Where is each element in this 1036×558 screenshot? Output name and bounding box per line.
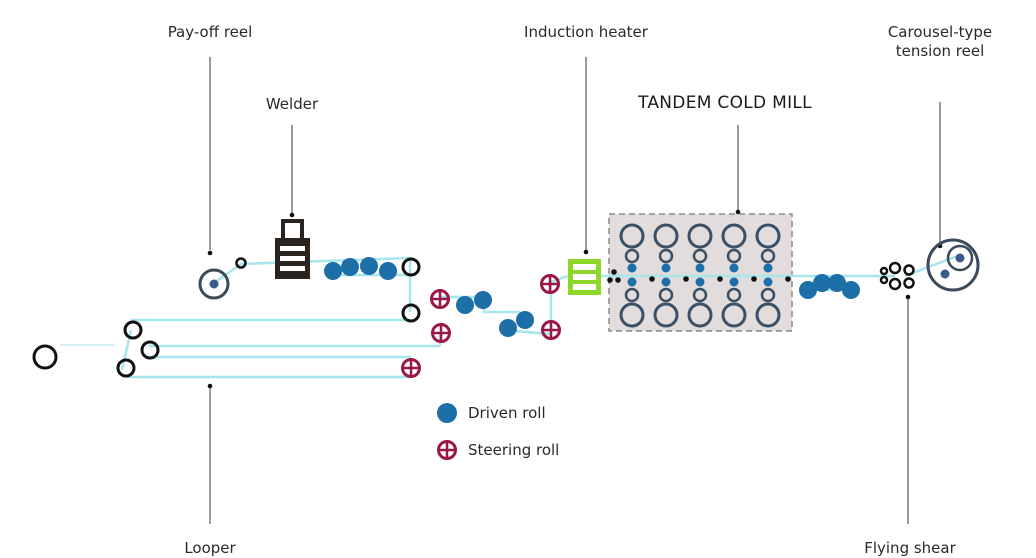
- work-roll-bottom: [627, 277, 637, 287]
- backup-roll-top: [619, 223, 645, 249]
- legend-driven-roll-label: Driven roll: [468, 404, 546, 422]
- looper-label: Looper: [184, 539, 236, 557]
- mill-dot: [735, 209, 741, 215]
- backup-roll-top: [721, 223, 747, 249]
- driven-roll: [813, 274, 831, 292]
- legend-steering-roll-icon: [437, 440, 457, 460]
- driven-rolls: [324, 257, 860, 337]
- driven-roll: [499, 319, 517, 337]
- backup-roll-top: [687, 223, 713, 249]
- work-roll-top: [627, 263, 637, 273]
- welder-icon: [275, 219, 310, 279]
- leader-lines: [209, 57, 941, 524]
- mill-stands: [607, 223, 791, 328]
- steering-roll: [540, 274, 560, 294]
- driven-roll: [341, 258, 359, 276]
- flying-shear-icon: [879, 261, 915, 291]
- work-roll-top: [695, 263, 705, 273]
- legend-steering-roll-label: Steering roll: [468, 441, 560, 459]
- work-roll-bottom: [763, 277, 773, 287]
- tension-roll: [717, 276, 723, 282]
- driven-roll: [474, 291, 492, 309]
- intermediate-roll-top: [692, 248, 708, 264]
- work-roll-bottom: [695, 277, 705, 287]
- backup-roll-bottom: [653, 302, 679, 328]
- payoff-reel-label: Pay-off reel: [167, 23, 253, 41]
- backup-roll-bottom: [687, 302, 713, 328]
- looper-dot: [207, 383, 213, 389]
- driven-roll: [828, 274, 846, 292]
- outline-rolls: [32, 257, 421, 378]
- tension-roll: [683, 276, 689, 282]
- driven-roll: [456, 296, 474, 314]
- driven-roll: [379, 262, 397, 280]
- leader-dots: [207, 209, 943, 389]
- mill-stand: [755, 223, 791, 328]
- mill-stand: [687, 223, 723, 328]
- tension-roll: [751, 276, 757, 282]
- intermediate-roll-bottom: [726, 287, 742, 303]
- steering-rolls: [401, 274, 561, 378]
- backup-roll-top: [755, 223, 781, 249]
- strip-path: [60, 253, 961, 379]
- work-roll-bottom: [729, 277, 739, 287]
- induction-heater-icon: [568, 259, 601, 295]
- backup-roll-bottom: [619, 302, 645, 328]
- driven-roll: [842, 281, 860, 299]
- flying-shear-label: Flying shear: [864, 539, 956, 557]
- steering-roll: [430, 289, 450, 309]
- welder-dot: [289, 212, 295, 218]
- tension-reel-label: Carousel-type tension reel: [887, 23, 993, 60]
- backup-roll-bottom: [755, 302, 781, 328]
- entry-bridle-roll: [607, 277, 613, 283]
- mill-stand: [721, 223, 757, 328]
- induction-heater-label: Induction heater: [524, 23, 648, 41]
- backup-roll-bottom: [721, 302, 747, 328]
- work-roll-top: [763, 263, 773, 273]
- intermediate-roll-top: [760, 248, 776, 264]
- steering-roll: [431, 323, 451, 343]
- driven-roll: [324, 262, 342, 280]
- work-roll-top: [661, 263, 671, 273]
- mill-housing: [608, 213, 793, 332]
- steering-roll: [541, 320, 561, 340]
- intermediate-roll-bottom: [692, 287, 708, 303]
- mill-stand: [653, 223, 689, 328]
- driven-roll: [516, 311, 534, 329]
- intermediate-roll-bottom: [658, 287, 674, 303]
- work-roll-top: [729, 263, 739, 273]
- tension-roll: [649, 276, 655, 282]
- backup-roll-top: [653, 223, 679, 249]
- tension-roll: [785, 276, 791, 282]
- heater-dot: [583, 249, 589, 255]
- driven-roll: [360, 257, 378, 275]
- welder-label: Welder: [265, 95, 319, 113]
- payoff-dot: [207, 250, 213, 256]
- shear-dot: [905, 294, 911, 300]
- intermediate-roll-top: [624, 248, 640, 264]
- intermediate-roll-bottom: [760, 287, 776, 303]
- mill-stand: [619, 223, 655, 328]
- legend-driven-roll-icon: [437, 403, 457, 423]
- work-roll-bottom: [661, 277, 671, 287]
- steering-roll: [401, 358, 421, 378]
- entry-bridle-roll: [611, 269, 617, 275]
- payoff-reel: [198, 268, 230, 300]
- intermediate-roll-top: [726, 248, 742, 264]
- intermediate-roll-top: [658, 248, 674, 264]
- entry-bridle-roll: [615, 277, 621, 283]
- deflector-roll: [235, 257, 247, 269]
- diagram-title: TANDEM COLD MILL: [638, 93, 812, 113]
- intermediate-roll-bottom: [624, 287, 640, 303]
- driven-roll: [799, 281, 817, 299]
- tension-reel-icon: [926, 238, 980, 292]
